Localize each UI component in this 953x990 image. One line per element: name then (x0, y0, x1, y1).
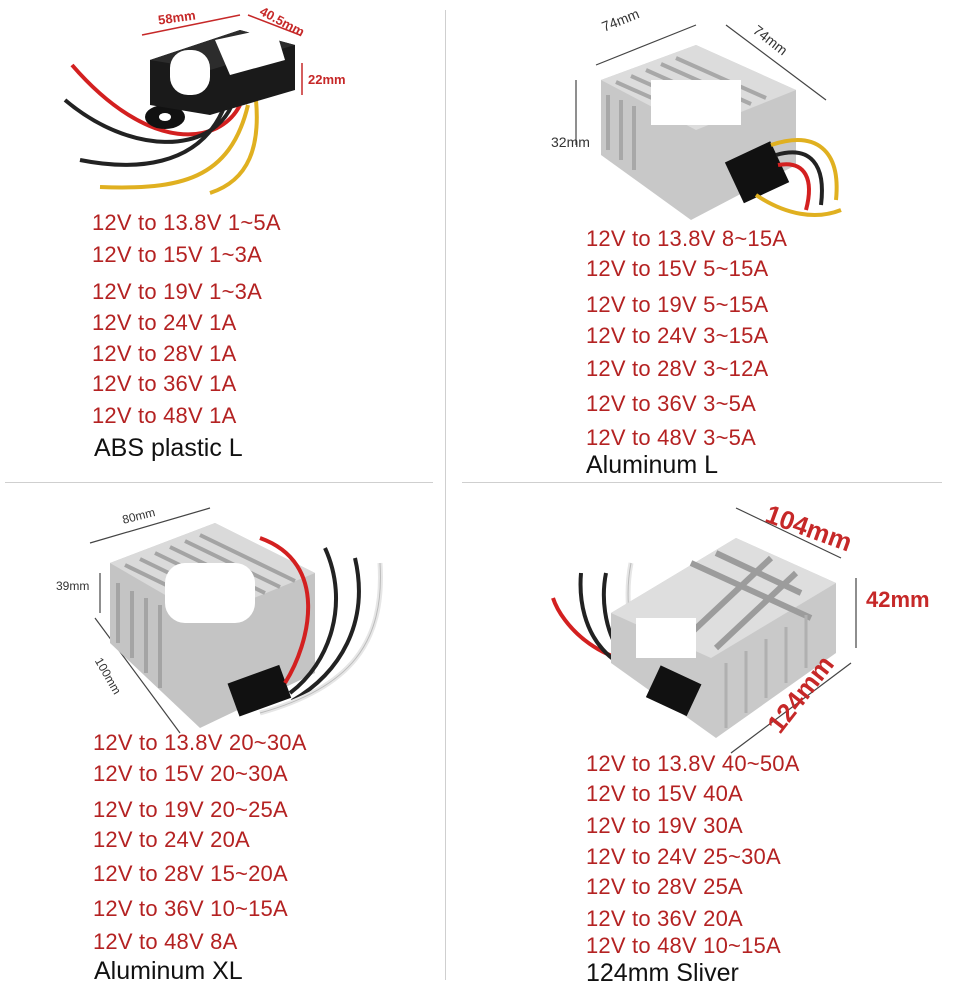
spec-line: 12V to 15V 20~30A (93, 761, 288, 786)
spec-line: 12V to 28V 3~12A (586, 356, 769, 381)
panel-caption: ABS plastic L (94, 434, 243, 462)
spec-line: 12V to 15V 5~15A (586, 256, 769, 281)
dimension-label: 39mm (56, 579, 90, 593)
spec-line: 12V to 24V 3~15A (586, 323, 769, 348)
dimension-label: 22mm (308, 72, 346, 87)
abs-converter-image (63, 14, 303, 195)
spec-line: 12V to 13.8V 8~15A (586, 226, 788, 251)
horizontal-divider-right (462, 482, 942, 483)
spec-line: 12V to 36V 1A (92, 371, 237, 396)
spec-line: 12V to 24V 1A (92, 310, 237, 335)
panel-sliver-124mm: 104mm 42mm 124mm 12V to 13.8V 40~50A 12V… (446, 483, 953, 990)
spec-line: 12V to 15V 40A (586, 781, 743, 806)
spec-line: 12V to 13.8V 40~50A (586, 751, 800, 776)
spec-line: 12V to 28V 15~20A (93, 861, 288, 886)
panel-caption: Aluminum L (586, 451, 718, 479)
spec-line: 12V to 13.8V 20~30A (93, 730, 307, 755)
spec-line: 12V to 48V 3~5A (586, 425, 756, 450)
spec-line: 12V to 36V 10~15A (93, 896, 288, 921)
spec-line: 12V to 36V 20A (586, 906, 743, 931)
spec-line: 12V to 19V 1~3A (92, 279, 262, 304)
spec-line: 12V to 15V 1~3A (92, 242, 262, 267)
dimension-label: 42mm (866, 587, 930, 612)
aluminum-xl-converter-image (89, 507, 383, 734)
spec-line: 12V to 28V 1A (92, 341, 237, 366)
spec-line: 12V to 48V 1A (92, 403, 237, 428)
spec-line: 12V to 19V 30A (586, 813, 743, 838)
spec-line: 12V to 48V 10~15A (586, 933, 781, 958)
spec-line: 12V to 19V 5~15A (586, 292, 769, 317)
spec-line: 12V to 24V 20A (93, 827, 250, 852)
panel-aluminum-xl: 80mm 39mm 100mm 12V to 13.8V 20~30A 12V … (0, 483, 445, 990)
aluminum-l-converter-image (575, 24, 842, 220)
panel-caption: 124mm Sliver (586, 959, 739, 987)
dimension-label: 32mm (551, 134, 590, 150)
spec-line: 12V to 28V 25A (586, 874, 743, 899)
panel-aluminum-l: 74mm 74mm 32mm 12V to 13.8V 8~15A 12V to… (446, 0, 953, 482)
spec-line: 12V to 19V 20~25A (93, 797, 288, 822)
spec-line: 12V to 13.8V 1~5A (92, 210, 281, 235)
horizontal-divider-left (5, 482, 433, 483)
spec-line: 12V to 48V 8A (93, 929, 238, 954)
spec-line: 12V to 36V 3~5A (586, 391, 756, 416)
panel-abs-plastic: 58mm 40.5mm 22mm 12V to 13.8V 1~5A 12V t… (0, 0, 445, 482)
sliver-converter-image (551, 507, 857, 754)
panel-caption: Aluminum XL (94, 957, 243, 985)
vertical-divider (445, 10, 446, 980)
spec-line: 12V to 24V 25~30A (586, 844, 781, 869)
